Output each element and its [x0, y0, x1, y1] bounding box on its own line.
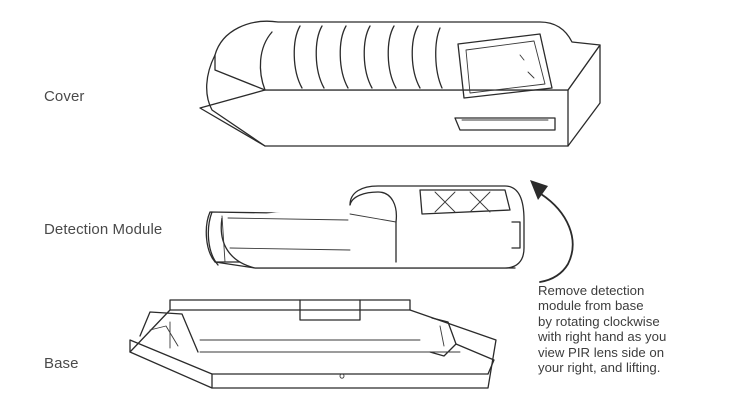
instruction-line: with right hand as you [538, 329, 667, 345]
instruction-line: view PIR lens side on [538, 344, 665, 360]
cover-illustration [199, 20, 601, 147]
instruction-line: your right, and lifting. [538, 360, 661, 376]
base-label: Base [44, 355, 79, 372]
instruction-line: Remove detection [538, 283, 645, 298]
detection-module-label: Detection Module [44, 221, 163, 238]
detection-module-illustration [205, 185, 525, 269]
base-illustration [129, 299, 497, 389]
instruction-line: module from base [538, 298, 644, 314]
curved-arrow-clockwise-icon [530, 180, 574, 283]
instruction-line: by rotating clockwise [538, 313, 660, 329]
instruction-text: Remove detection module from base by rot… [538, 283, 728, 375]
cover-label: Cover [44, 88, 85, 105]
